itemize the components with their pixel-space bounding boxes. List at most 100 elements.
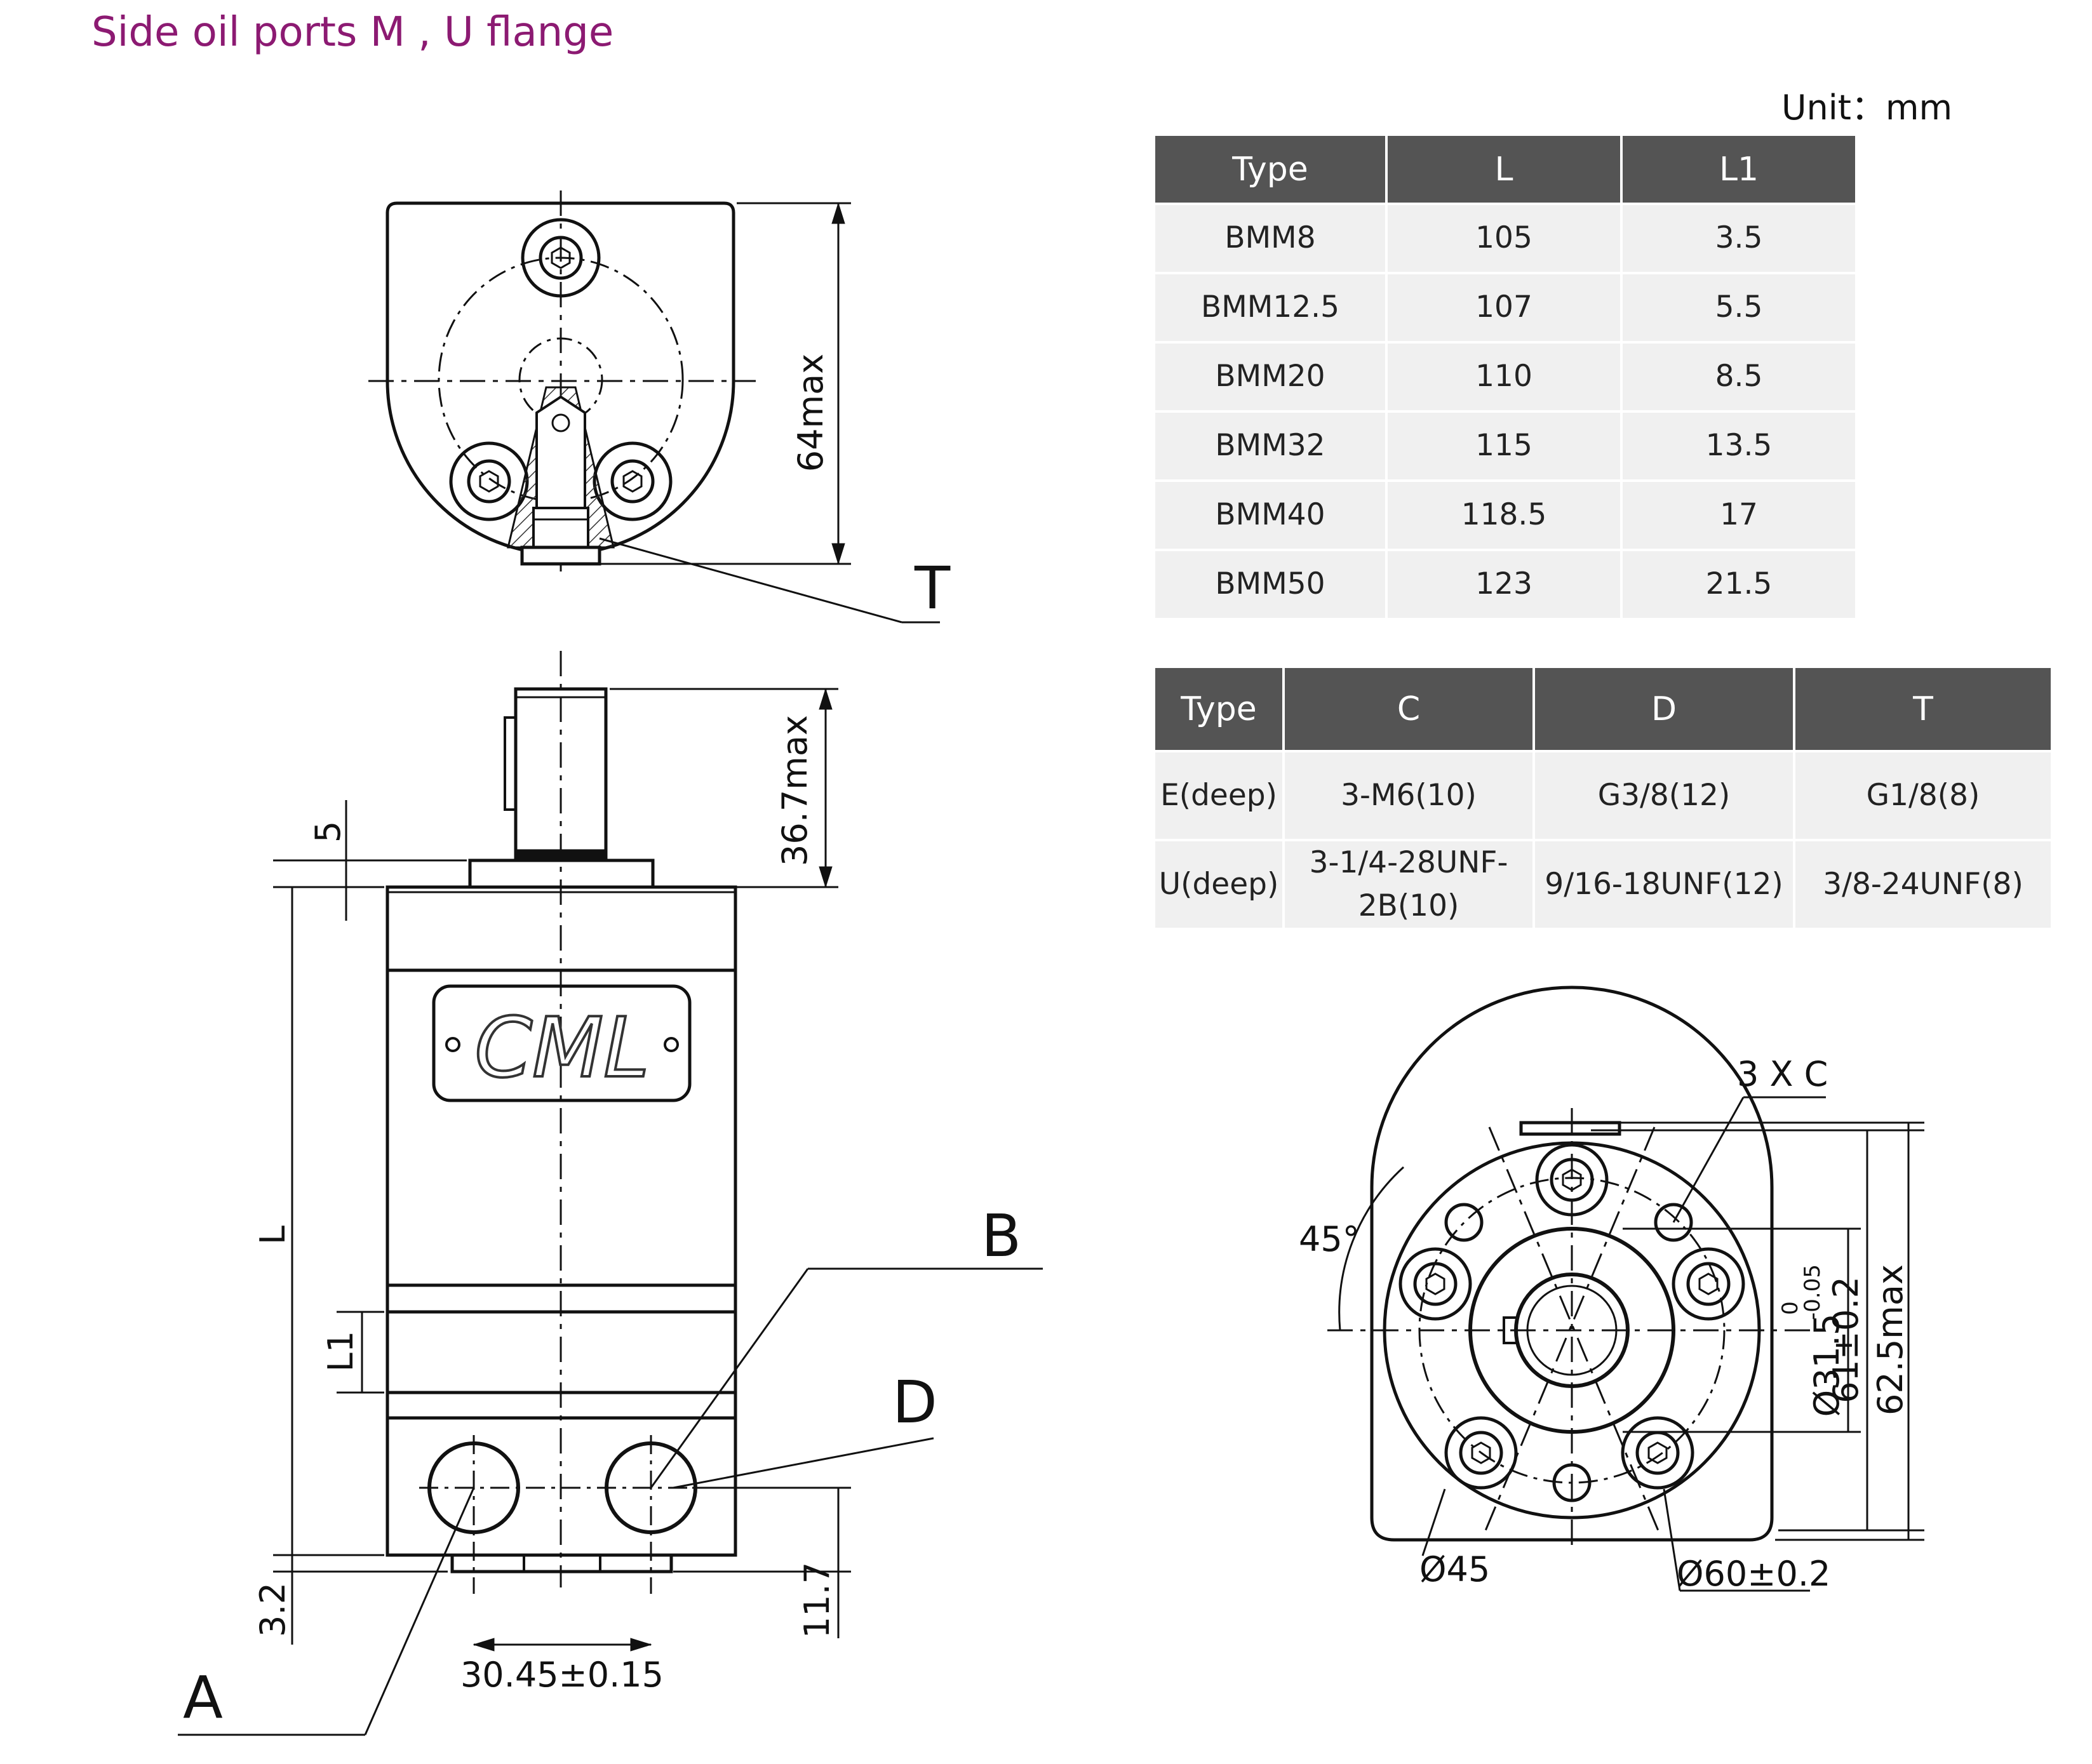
table-row: BMM50 123 21.5 bbox=[1155, 551, 1855, 618]
dim-31-5-upper: 0 bbox=[1778, 1301, 1803, 1315]
dim-31-5-lower: -0.05 bbox=[1800, 1264, 1825, 1320]
cell-l: 115 bbox=[1388, 413, 1620, 479]
dim-11-7: 11.7 bbox=[797, 1562, 837, 1638]
cell-type: BMM8 bbox=[1155, 205, 1385, 272]
cell-d: 9/16-18UNF(12) bbox=[1535, 841, 1793, 928]
port-bore-hole bbox=[551, 413, 570, 432]
cell-d: G3/8(12) bbox=[1535, 752, 1793, 839]
mount-hole bbox=[1654, 1203, 1693, 1242]
col-header-l1: L1 bbox=[1623, 136, 1855, 203]
label-a: A bbox=[183, 1664, 223, 1732]
dim-3-2: 3.2 bbox=[253, 1582, 293, 1637]
table-header-row: Type L L1 bbox=[1155, 136, 1855, 203]
top-bolt-outer bbox=[521, 218, 601, 298]
flange-bolt bbox=[1672, 1247, 1745, 1321]
left-bolt-outer bbox=[449, 441, 529, 521]
flange-bolt bbox=[1444, 1416, 1518, 1490]
cell-type: BMM12.5 bbox=[1155, 274, 1385, 341]
cell-c: 3-1/4-28UNF-2B(10) bbox=[1285, 841, 1532, 928]
unit-label: Unit：mm bbox=[1781, 88, 1953, 128]
dim-64max: 64max bbox=[791, 354, 831, 472]
col-header-d: D bbox=[1535, 668, 1793, 750]
cell-type: BMM32 bbox=[1155, 413, 1385, 479]
cell-type: BMM40 bbox=[1155, 482, 1385, 549]
length-table: Type L L1 BMM8 105 3.5 BMM12.5 107 5.5 B… bbox=[1153, 133, 1858, 620]
table-header-row: Type C D T bbox=[1155, 668, 2051, 750]
leader-b bbox=[650, 1268, 809, 1488]
dim-dia-45: Ø45 bbox=[1419, 1549, 1490, 1589]
cell-l: 123 bbox=[1388, 551, 1620, 618]
page-title: Side oil ports M , U flange bbox=[91, 9, 614, 56]
cell-l1: 8.5 bbox=[1623, 344, 1855, 410]
table-row: BMM8 105 3.5 bbox=[1155, 205, 1855, 272]
flange-outline bbox=[1370, 986, 1774, 1542]
hex-socket-icon bbox=[551, 246, 571, 269]
mount-hole bbox=[1552, 1463, 1592, 1502]
bolt-head bbox=[610, 459, 655, 504]
cell-l: 110 bbox=[1388, 344, 1620, 410]
leader-3xc bbox=[1672, 1097, 1745, 1223]
col-header-type: Type bbox=[1155, 136, 1385, 203]
cell-type: U(deep) bbox=[1155, 841, 1282, 928]
right-bolt-outer bbox=[593, 441, 673, 521]
col-header-c: C bbox=[1285, 668, 1532, 750]
flange-top-tab bbox=[1519, 1121, 1621, 1136]
leader-t bbox=[599, 537, 902, 624]
table-row: E(deep) 3-M6(10) G3/8(12) G1/8(8) bbox=[1155, 752, 2051, 839]
col-header-l: L bbox=[1388, 136, 1620, 203]
dim-5: 5 bbox=[308, 821, 348, 843]
hex-socket-icon bbox=[1425, 1273, 1445, 1295]
flange-bolt bbox=[1398, 1247, 1472, 1321]
dim-45deg: 45° bbox=[1299, 1219, 1360, 1259]
cell-l1: 3.5 bbox=[1623, 205, 1855, 272]
cell-l1: 17 bbox=[1623, 482, 1855, 549]
dim-62-5max: 62.5max bbox=[1870, 1264, 1910, 1415]
table-row: U(deep) 3-1/4-28UNF-2B(10) 9/16-18UNF(12… bbox=[1155, 841, 2051, 928]
dim-31-5: Ø31.5 bbox=[1807, 1314, 1847, 1417]
cell-l1: 21.5 bbox=[1623, 551, 1855, 618]
leader-d bbox=[673, 1437, 934, 1489]
col-header-type: Type bbox=[1155, 668, 1282, 750]
hex-socket-icon bbox=[622, 470, 643, 493]
label-d: D bbox=[892, 1368, 937, 1436]
mount-hole bbox=[1444, 1203, 1484, 1242]
dim-3xc: 3 X C bbox=[1737, 1054, 1828, 1094]
flange-bolt bbox=[1535, 1143, 1609, 1217]
logo-plate bbox=[432, 984, 692, 1102]
bolt-head bbox=[467, 459, 511, 504]
port-bore bbox=[535, 395, 586, 509]
hex-socket-icon bbox=[1647, 1441, 1668, 1464]
hex-socket-icon bbox=[1471, 1441, 1491, 1464]
hex-socket-icon bbox=[1698, 1273, 1719, 1295]
dim-dia-60: Ø60±0.2 bbox=[1677, 1554, 1830, 1594]
front-view: CML bbox=[178, 651, 1043, 1736]
table-row: BMM32 115 13.5 bbox=[1155, 413, 1855, 479]
col-header-t: T bbox=[1795, 668, 2051, 750]
bolt-head bbox=[539, 236, 583, 280]
cell-t: 3/8-24UNF(8) bbox=[1795, 841, 2051, 928]
dim-61: 61±0.2 bbox=[1826, 1276, 1866, 1403]
leader-a bbox=[364, 1487, 475, 1735]
port-thread bbox=[532, 507, 589, 549]
label-t: T bbox=[914, 554, 951, 622]
flange-view bbox=[1327, 986, 1924, 1592]
cell-type: BMM20 bbox=[1155, 344, 1385, 410]
label-b: B bbox=[981, 1202, 1021, 1270]
port-plug bbox=[520, 545, 601, 566]
cell-l: 105 bbox=[1388, 205, 1620, 272]
base-pad bbox=[450, 1553, 673, 1574]
shaft-key bbox=[504, 716, 517, 811]
port-table: Type C D T E(deep) 3-M6(10) G3/8(12) G1/… bbox=[1153, 665, 2053, 930]
hex-socket-icon bbox=[1562, 1168, 1582, 1191]
top-view-body bbox=[386, 201, 735, 556]
cell-l: 107 bbox=[1388, 274, 1620, 341]
table-row: BMM20 110 8.5 bbox=[1155, 344, 1855, 410]
top-view bbox=[368, 190, 940, 624]
dim-30-45: 30.45±0.15 bbox=[460, 1655, 664, 1695]
cell-type: BMM50 bbox=[1155, 551, 1385, 618]
angle-arc bbox=[1338, 1166, 1405, 1331]
cell-l1: 13.5 bbox=[1623, 413, 1855, 479]
hex-socket-icon bbox=[479, 470, 499, 493]
logo-text: CML bbox=[474, 999, 649, 1096]
